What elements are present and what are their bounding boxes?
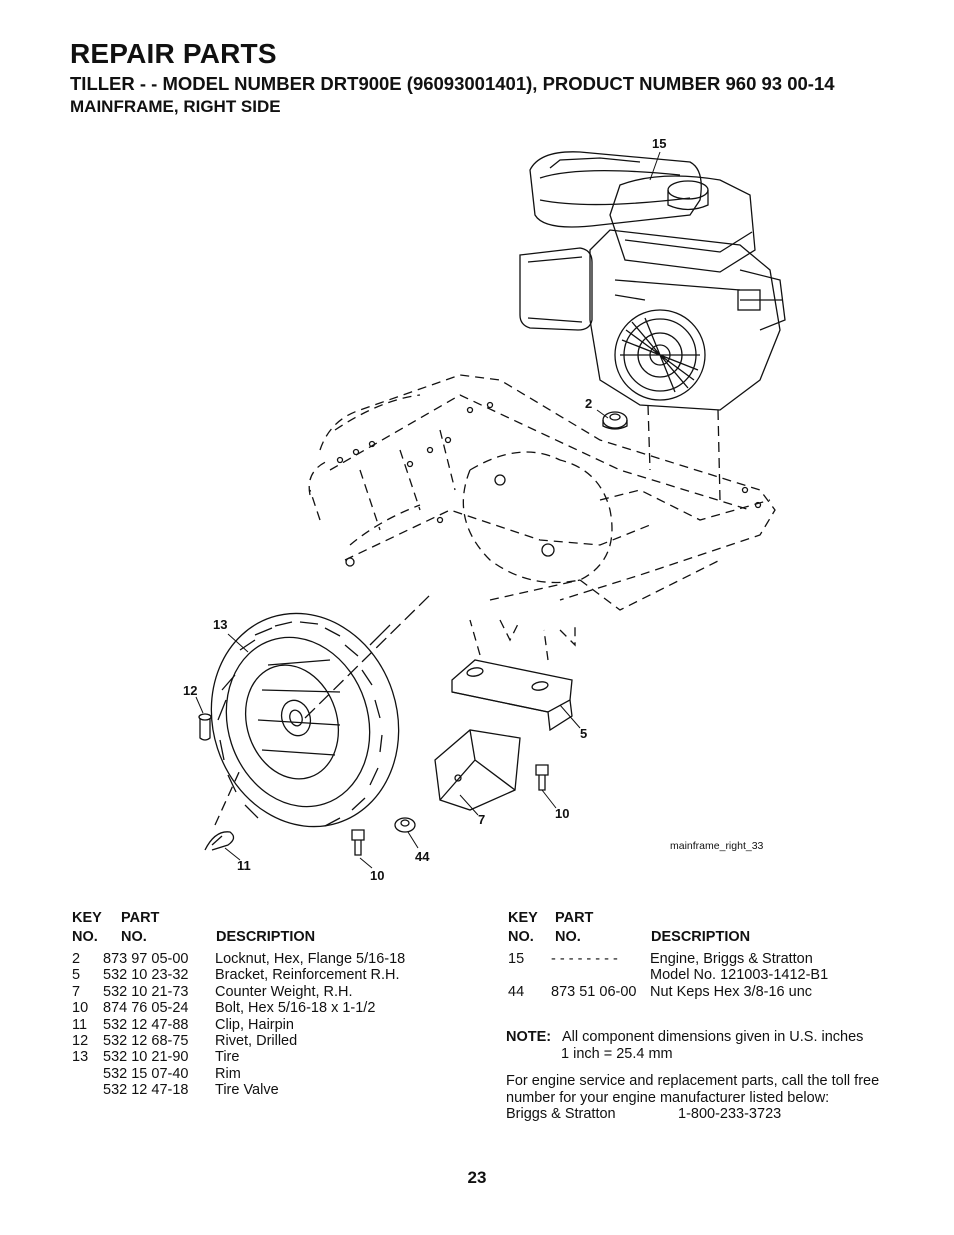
leader-lines [195, 151, 661, 869]
table-header-row-bottom: NO. NO. DESCRIPTION [508, 929, 908, 951]
counter-weight-drawing [434, 729, 521, 811]
description-cell: Locknut, Hex, Flange 5/16-18 [215, 951, 406, 967]
table-row: 532 12 47-18 Tire Valve [72, 1082, 472, 1098]
callout-10a: 10 [555, 806, 570, 821]
table-header-row-bottom: NO. NO. DESCRIPTION [72, 929, 472, 951]
callout-2: 2 [585, 396, 593, 411]
parts-table-left: KEY PART NO. NO. DESCRIPTION 2 873 97 05-… [72, 910, 472, 1099]
description-cell: Nut Keps Hex 3/8-16 unc [650, 983, 813, 1000]
header-key: KEY [72, 910, 102, 926]
table-row: Model No. 121003-1412-B1 [508, 967, 908, 983]
keps-nut-drawing [394, 817, 416, 833]
hairpin-clip-drawing [204, 831, 235, 851]
description-cell: Counter Weight, R.H. [215, 983, 353, 1000]
note-line2: 1 inch = 25.4 mm [561, 1045, 673, 1062]
header-part: PART [555, 910, 594, 926]
bracket-drawing [451, 659, 573, 732]
header-key-no: NO. [508, 929, 534, 945]
description-cell: Bracket, Reinforcement R.H. [215, 967, 400, 984]
table-row: 5 532 10 23-32 Bracket, Reinforcement R.H. [72, 967, 472, 983]
description-cell: Model No. 121003-1412-B1 [650, 967, 829, 984]
part-cell: 873 51 06-00 [551, 983, 637, 1000]
callout-12: 12 [183, 683, 198, 698]
header-description: DESCRIPTION [216, 929, 316, 945]
key-cell: 44 [508, 983, 525, 1000]
callout-15: 15 [652, 136, 667, 151]
callout-44: 44 [415, 849, 430, 864]
key-cell: 5 [72, 967, 81, 984]
model-subtitle: TILLER - - MODEL NUMBER DRT900E (9609300… [70, 73, 835, 94]
header-part-no: NO. [121, 929, 147, 945]
section-title: MAINFRAME, RIGHT SIDE [70, 97, 281, 116]
callout-5: 5 [580, 726, 588, 741]
mainframe-phantom [308, 374, 776, 611]
note-block: NOTE: All component dimensions given in … [506, 1029, 906, 1123]
part-cell: 874 76 05-24 [103, 1000, 189, 1017]
table-row: 10 874 76 05-24 Bolt, Hex 5/16-18 x 1-1/2 [72, 1000, 472, 1016]
header-description: DESCRIPTION [651, 929, 751, 945]
key-cell: 2 [72, 951, 81, 967]
description-cell: Rivet, Drilled [215, 1032, 298, 1049]
table-row: 7 532 10 21-73 Counter Weight, R.H. [72, 984, 472, 1000]
table-row: 44 873 51 06-00 Nut Keps Hex 3/8-16 unc [508, 984, 908, 1000]
key-cell: 15 [508, 951, 525, 967]
part-cell: 532 10 21-90 [103, 1049, 189, 1066]
table-row: 2 873 97 05-00 Locknut, Hex, Flange 5/16-1… [72, 951, 472, 967]
table-row: 15 - - - - - - - - Engine, Briggs & Stratt… [508, 951, 908, 967]
table-header-row-top: KEY PART [72, 910, 472, 929]
tire-drawing [210, 612, 400, 828]
note-label: NOTE: [506, 1029, 552, 1045]
callout-13: 13 [213, 617, 228, 632]
locknut-drawing [602, 411, 628, 430]
part-cell: - - - - - - - - [551, 951, 618, 967]
part-cell: 532 12 47-18 [103, 1082, 189, 1099]
part-cell: 532 15 07-40 [103, 1065, 189, 1082]
table-header-row-top: KEY PART [508, 910, 908, 929]
callout-7: 7 [478, 812, 486, 827]
table-body: 15 - - - - - - - - Engine, Briggs & Stratt… [508, 951, 908, 1000]
table-row: 11 532 12 47-88 Clip, Hairpin [72, 1017, 472, 1033]
key-cell: 11 [72, 1016, 88, 1033]
key-cell: 10 [72, 1000, 89, 1017]
description-cell: Tire [215, 1049, 240, 1066]
part-cell: 873 97 05-00 [103, 951, 189, 967]
key-cell: 12 [72, 1032, 89, 1049]
table-row: 12 532 12 68-75 Rivet, Drilled [72, 1033, 472, 1049]
page-number: 23 [467, 1168, 487, 1187]
parts-table-right: KEY PART NO. NO. DESCRIPTION 15 - - - - -… [508, 910, 908, 1000]
note-line1: All component dimensions given in U.S. i… [562, 1029, 864, 1045]
description-cell: Clip, Hairpin [215, 1016, 294, 1033]
callout-11: 11 [237, 858, 251, 873]
key-cell: 13 [72, 1049, 89, 1066]
page-title: REPAIR PARTS [70, 38, 277, 69]
part-cell: 532 10 21-73 [103, 983, 189, 1000]
part-cell: 532 10 23-32 [103, 967, 189, 984]
callout-10b: 10 [370, 868, 385, 883]
manufacturer-name: Briggs & Stratton [506, 1106, 616, 1122]
rivet-drawing [198, 713, 212, 741]
header-part: PART [121, 910, 160, 926]
frame-holes [336, 401, 762, 567]
part-cell: 532 12 47-88 [103, 1016, 189, 1033]
bolt-drawing [351, 764, 549, 856]
table-row: 13 532 10 21-90 Tire [72, 1049, 472, 1065]
header-part-no: NO. [555, 929, 581, 945]
header-key-no: NO. [72, 929, 98, 945]
part-cell: 532 12 68-75 [103, 1032, 189, 1049]
note-paragraph: For engine service and replacement parts… [506, 1073, 880, 1106]
table-row: 532 15 07-40 Rim [72, 1066, 472, 1082]
diagram-caption: mainframe_right_33 [670, 840, 764, 852]
exploded-parts-diagram [195, 151, 786, 869]
description-cell: Bolt, Hex 5/16-18 x 1-1/2 [215, 1000, 376, 1017]
description-cell: Engine, Briggs & Stratton [650, 951, 813, 967]
key-cell: 7 [72, 983, 81, 1000]
manufacturer-phone: 1-800-233-3723 [678, 1106, 782, 1122]
header-key: KEY [508, 910, 538, 926]
engine-drawing [519, 151, 786, 411]
description-cell: Rim [215, 1065, 241, 1082]
description-cell: Tire Valve [215, 1082, 279, 1099]
table-body: 2 873 97 05-00 Locknut, Hex, Flange 5/16-1… [72, 951, 472, 1099]
